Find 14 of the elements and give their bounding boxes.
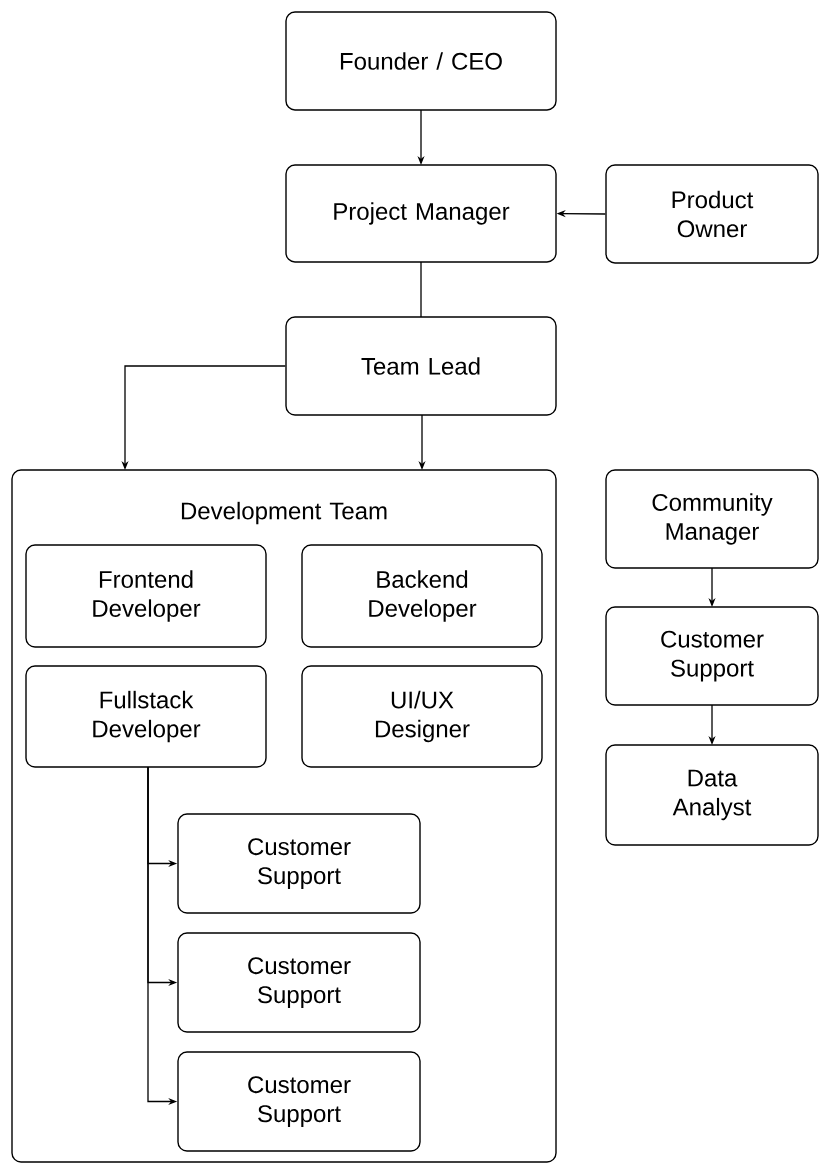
role-box: Customer Support (177, 813, 421, 914)
role-box: Community Manager (605, 469, 819, 569)
role-box: Customer Support (177, 932, 421, 1033)
role-box: Customer Support (177, 1051, 421, 1152)
role-box: Frontend Developer (25, 544, 267, 648)
role-box: Product Owner (605, 164, 819, 264)
role-box: Founder / CEO (285, 11, 557, 111)
role-box: Project Manager (285, 164, 557, 263)
role-box: Data Analyst (605, 744, 819, 846)
role-box: Fullstack Developer (25, 665, 267, 768)
role-box: Backend Developer (301, 544, 543, 648)
role-box: Team Lead (285, 316, 557, 416)
role-box: UI/UX Designer (301, 665, 543, 768)
role-box: Customer Support (605, 606, 819, 706)
